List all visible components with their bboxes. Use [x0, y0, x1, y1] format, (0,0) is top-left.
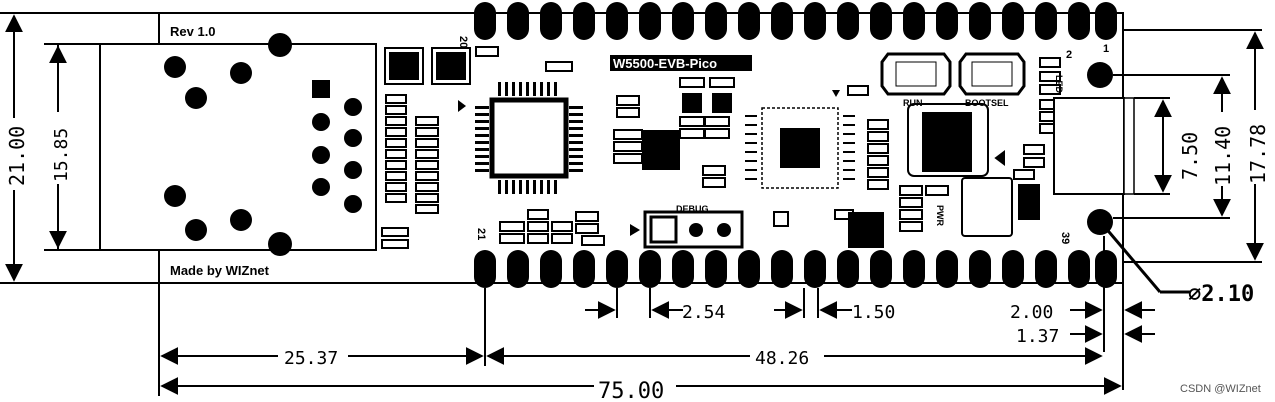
run-button [880, 52, 952, 96]
rev-label: Rev 1.0 [170, 24, 216, 39]
dim-usb-width [1134, 97, 1172, 195]
dim-usb-width-label: 7.50 [1178, 132, 1202, 180]
model-label-bg [610, 55, 752, 71]
rj45-connector [57, 43, 377, 251]
dim-hole-offset-x-label: 2.00 [1010, 302, 1053, 323]
w5500-chip [458, 82, 583, 194]
usb-connector [1053, 97, 1135, 195]
dim-board-width-right-label: 17.78 [1246, 124, 1270, 184]
pin-1-label: 1 [1103, 43, 1109, 55]
dim-hole-spacing-horizontal-label: 48.26 [755, 348, 809, 369]
dim-hole-spacing-vertical-label: 11.40 [1211, 126, 1235, 186]
pin-39-label: 39 [1059, 232, 1071, 244]
dim-hole-diameter [1102, 225, 1190, 294]
dim-rj45-height-label: 15.85 [51, 128, 72, 182]
pin-21-label: 21 [475, 228, 487, 240]
passive-components [381, 46, 1061, 249]
model-label: W5500-EVB-Pico [613, 56, 717, 71]
dim-pad-width-label: 1.50 [852, 302, 895, 323]
rp2040-chip [745, 90, 855, 189]
dim-pin-pitch [585, 288, 683, 319]
dim-rj45-overhang [158, 283, 486, 396]
dim-hole-offset-edge-label: 1.37 [1016, 326, 1059, 347]
dim-hole-diameter-label: ⌀2.10 [1188, 282, 1254, 307]
dim-total-length-label: 75.00 [598, 379, 664, 402]
debug-label: DEBUG [676, 204, 709, 214]
pwr-label: PWR [935, 205, 945, 226]
regulator [907, 103, 1013, 237]
debug-header [630, 210, 744, 249]
dim-pin-pitch-label: 2.54 [682, 302, 725, 323]
watermark: CSDN @WIZnet [1180, 383, 1261, 395]
dim-rj45-overhang-label: 25.37 [284, 348, 338, 369]
bootsel-label: BOOTSEL [965, 98, 1009, 108]
led-label: LED [1054, 75, 1064, 94]
header-pins-top [474, 2, 1117, 40]
dim-height-total-label: 21.00 [5, 126, 29, 186]
bootsel-button [958, 52, 1026, 96]
dim-pad-width [774, 288, 852, 319]
maker-label: Made by WIZnet [170, 263, 270, 278]
pin-2-label: 2 [1066, 49, 1072, 61]
pin-20-label: 20 [457, 36, 469, 48]
header-pins-bottom [474, 250, 1117, 288]
rj45-pins [164, 33, 362, 256]
run-label: RUN [903, 98, 923, 108]
dim-hole-offset-x [1070, 236, 1155, 390]
